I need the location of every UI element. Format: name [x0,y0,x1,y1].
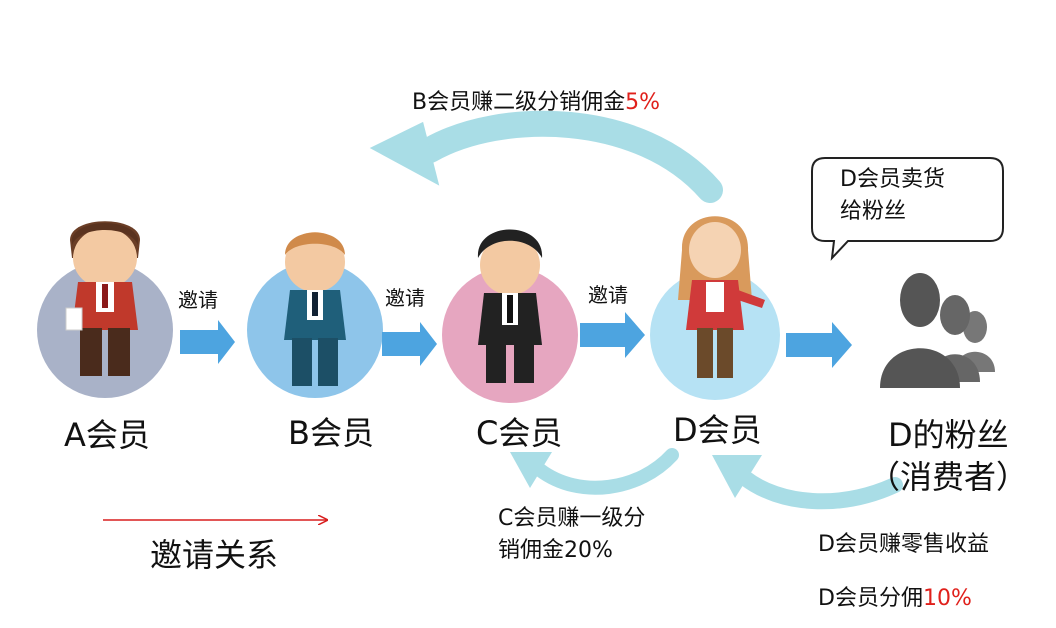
top-curved-arrow [369,110,723,203]
arrow-c-d [580,312,645,358]
retail-caption-line2: D会员分佣10% [818,584,972,614]
invite-label-bc: 邀请 [385,286,425,310]
arrow-b-c [382,322,437,366]
member-c-label: C会员 [476,414,563,452]
c-arc-caption-line2: 销佣金20% [498,538,613,563]
member-d-label: D会员 [673,411,762,449]
bubble-line1: D会员卖货 [840,167,945,192]
member-a-label: A会员 [64,416,150,454]
arrow-d-fans [786,322,852,368]
invite-label-cd: 邀请 [588,283,628,307]
top-arc-caption: B会员赚二级分销佣金5% [412,88,660,118]
fans-silhouette [880,273,995,388]
member-d-figure [678,216,765,378]
legend-label: 邀请关系 [150,536,279,574]
retail-line2-text: D会员分佣 [818,586,923,611]
c-curved-arrow [510,448,679,495]
fans-label: D的粉丝 [888,416,1009,454]
bubble-line2: 给粉丝 [840,199,907,224]
top-arc-pct: 5% [625,90,660,115]
top-arc-text: B会员赚二级分销佣金 [412,90,626,115]
c-arc-caption-line1: C会员赚一级分 [498,506,646,531]
invite-label-ab: 邀请 [178,288,218,312]
member-b-label: B会员 [288,414,374,452]
fans-sublabel: （消费者） [868,458,1029,496]
retail-caption-line1: D会员赚零售收益 [818,532,989,557]
member-c-figure [477,229,543,383]
retail-line2-pct: 10% [922,586,972,611]
member-b-figure [284,232,346,386]
retail-curved-arrow [712,455,903,510]
member-a-figure [65,221,140,376]
arrow-a-b [180,320,235,364]
speech-bubble [811,157,1004,261]
